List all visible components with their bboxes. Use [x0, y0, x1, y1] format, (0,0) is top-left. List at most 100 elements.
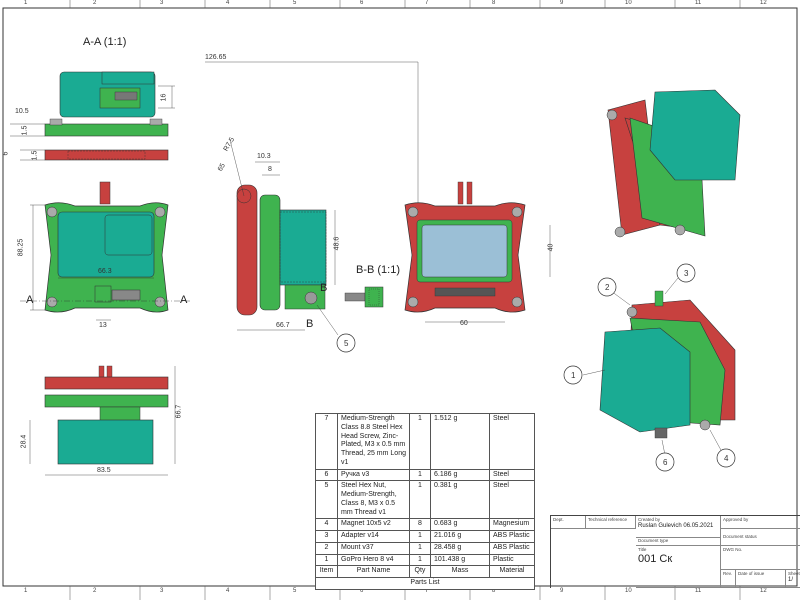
tb-dwgno-cell: DWG No. [721, 546, 800, 570]
isometric-view-upper [606, 89, 741, 238]
table-row: 3 Adapter v14 1 21.016 g ABS Plastic [315, 530, 535, 543]
zone-bottom-11: 11 [695, 588, 702, 594]
tb-title-value: 001 Ск [638, 553, 673, 565]
header-part-name: Part Name [337, 565, 410, 578]
zone-top-7: 7 [425, 0, 429, 6]
qty-cell: 1 [409, 480, 431, 520]
material-cell: Magnesium [489, 518, 535, 531]
tb-techref-cell: Technical reference [586, 516, 636, 529]
tb-sheet-value: 1/ [788, 577, 794, 583]
balloon-1-label: 1 [571, 371, 576, 380]
part-name-cell: Mount v37 [337, 541, 410, 555]
parts-list-title: Parts List [315, 577, 535, 590]
tb-title-label: Title [638, 547, 647, 552]
isometric-view-lower [582, 277, 736, 456]
tb-dateissue-label: Date of issue [738, 571, 765, 576]
tb-approved-label: Approved by [723, 517, 749, 522]
material-cell: ABS Plastic [489, 530, 535, 543]
table-row: 4 Magnet 10x5 v2 8 0.683 g Magnesium [315, 518, 535, 531]
balloon-5 [336, 333, 356, 353]
zone-bottom-9: 9 [560, 588, 564, 594]
dim-10-5: 10.5 [15, 108, 29, 115]
zone-bottom-6: 6 [360, 588, 364, 594]
section-marker-b-top: B [320, 282, 328, 294]
header-mass: Mass [430, 565, 490, 578]
tb-dateissue-cell: Date of issue [736, 570, 786, 588]
section-bb-view [344, 286, 384, 308]
table-header-row: Item Part Name Qty Mass Material [315, 565, 535, 578]
zone-top-8: 8 [492, 0, 496, 6]
dim-13: 13 [99, 322, 107, 329]
header-item: Item [315, 565, 338, 578]
material-cell: ABS Plastic [489, 541, 535, 555]
qty-cell: 1 [409, 468, 431, 482]
qty-cell: 1 [409, 413, 431, 470]
qty-cell: 1 [409, 530, 431, 543]
dim-28-4: 28.4 [20, 434, 28, 449]
tb-doctype-label: Document type [638, 538, 669, 543]
dim-48-6: 48.6 [333, 236, 341, 251]
item-cell: 2 [315, 541, 338, 555]
zone-top-3: 3 [160, 0, 164, 6]
table-row: 6 Ручка v3 1 6.186 g Steel [315, 468, 535, 482]
section-marker-a-right: A [180, 294, 188, 306]
tb-docstatus-label: Document status [723, 534, 757, 539]
balloon-6 [655, 452, 675, 472]
zone-top-4: 4 [226, 0, 230, 6]
qty-cell: 1 [409, 541, 431, 555]
balloon-3 [676, 263, 696, 283]
mass-cell: 101.438 g [430, 553, 490, 567]
material-cell: Steel [489, 480, 535, 520]
zone-top-12: 12 [760, 0, 767, 6]
section-marker-a-left: A [26, 294, 34, 306]
balloon-2 [597, 277, 617, 297]
item-cell: 4 [315, 518, 338, 531]
table-title-row: Parts List [315, 577, 535, 590]
tb-sheet-label: Sheet [788, 571, 800, 576]
section-marker-b-bottom: B [306, 318, 314, 330]
part-name-cell: Medium-Strength Class 8.8 Steel Hex Head… [337, 413, 410, 470]
tb-sheet-cell: Sheet 1/ [786, 570, 800, 588]
dim-66-7-bottom: 66.7 [175, 404, 183, 419]
mass-cell: 6.186 g [430, 468, 490, 482]
dim-83-5: 83.5 [97, 467, 111, 474]
part-name-cell: Adapter v14 [337, 530, 410, 543]
zone-top-10: 10 [625, 0, 632, 6]
tb-created-cell: Created by Ruslan Gulevich 06.05.2021 [636, 516, 721, 538]
tb-dwgno-label: DWG No. [723, 547, 743, 552]
zone-top-6: 6 [360, 0, 364, 6]
tb-title-cell: Title 001 Ск [636, 546, 721, 588]
tb-rev-cell: Rev. [721, 570, 736, 588]
dim-88-25: 88.25 [17, 238, 25, 257]
zone-bottom-12: 12 [760, 588, 767, 594]
zone-top-5: 5 [293, 0, 297, 6]
dim-16: 16 [160, 93, 168, 102]
part-name-cell: Magnet 10x5 v2 [337, 518, 410, 531]
zone-top-2: 2 [93, 0, 97, 6]
tb-dept-label: Dept. [553, 517, 564, 522]
section-aa-title: A-A (1:1) [83, 36, 127, 48]
tb-dept-cell: Dept. [551, 516, 586, 529]
zone-top-11: 11 [695, 0, 702, 6]
rear-view [404, 181, 551, 323]
mass-cell: 21.016 g [430, 530, 490, 543]
dim-60: 60 [460, 320, 468, 327]
zone-bottom-10: 10 [625, 588, 632, 594]
balloons [336, 263, 736, 472]
table-row: 5 Steel Hex Nut, Medium-Strength, Class … [315, 480, 535, 520]
table-row: 7 Medium-Strength Class 8.8 Steel Hex He… [315, 413, 535, 470]
material-cell: Steel [489, 468, 535, 482]
qty-cell: 1 [409, 553, 431, 567]
bottom-view-left [29, 365, 176, 476]
dim-1-5a: 1.5 [21, 125, 29, 136]
zone-bottom-8: 8 [492, 588, 496, 594]
balloon-5-label: 5 [344, 339, 349, 348]
tb-approved-cell: Approved by [721, 516, 800, 529]
material-cell: Plastic [489, 553, 535, 567]
section-bb-title: B-B (1:1) [356, 264, 401, 276]
item-cell: 5 [315, 480, 338, 520]
dim-8: 8 [268, 166, 272, 173]
zone-bottom-4: 4 [226, 588, 230, 594]
mass-cell: 1.512 g [430, 413, 490, 470]
